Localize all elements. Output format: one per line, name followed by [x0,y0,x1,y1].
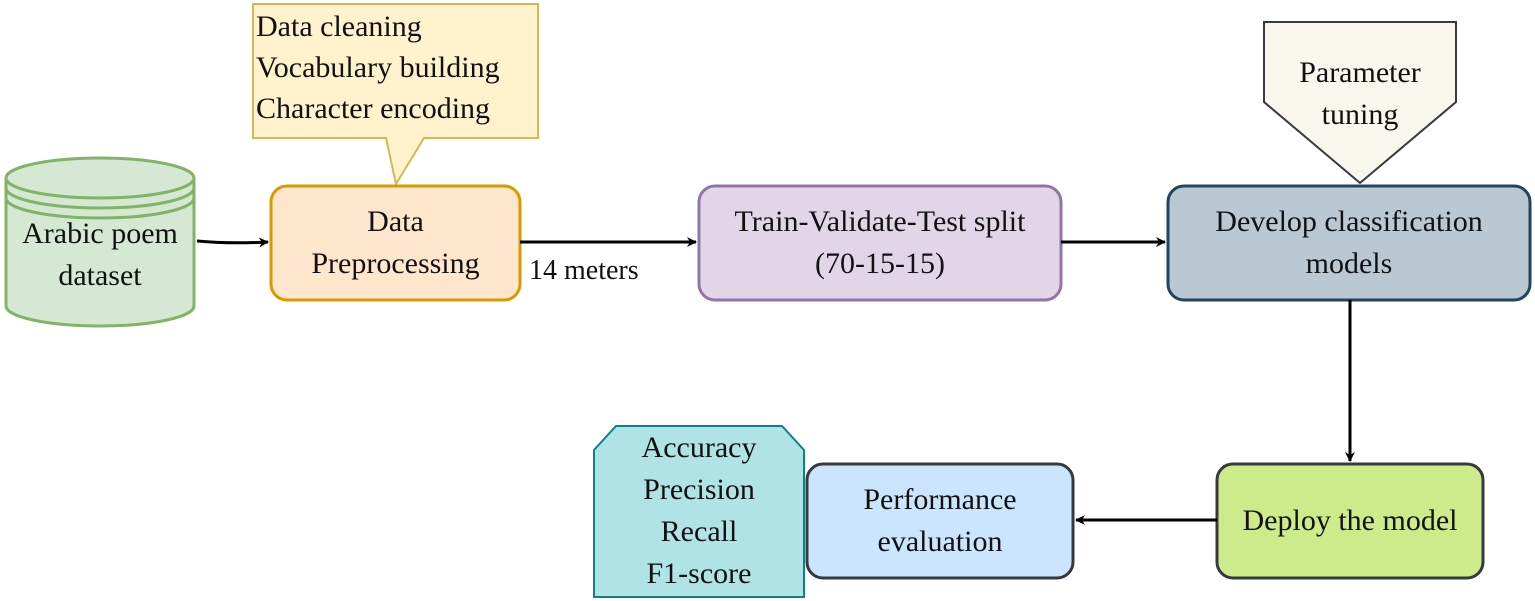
preprocessing-label-line-2: Preprocessing [311,247,480,280]
develop-label-line-2: models [1305,247,1393,280]
metrics-label: Accuracy Precision Recall F1-score [594,427,804,595]
dataset-ring-1 [4,187,196,210]
evaluation-label-line-2: evaluation [877,525,1003,558]
dataset-label: Arabic poem dataset [6,200,194,310]
split-label-line-2: (70-15-15) [815,247,945,280]
metric-accuracy: Accuracy [641,431,757,464]
deploy-label-line-1: Deploy the model [1242,504,1458,537]
preprocessing-label: Data Preprocessing [271,186,520,300]
metric-precision: Precision [643,473,755,506]
note-line-vocabulary-building: Vocabulary building [256,51,500,84]
preprocessing-note-label: Data cleaning Vocabulary building Charac… [256,6,536,134]
tuning-label: Parameter tuning [1264,50,1456,138]
tuning-label-line-1: Parameter [1299,56,1421,89]
edge-label-14-meters: 14 meters [529,255,639,286]
tuning-node [1263,21,1457,185]
dataset-label-line-1: Arabic poem [22,217,178,250]
tuning-label-line-2: tuning [1321,98,1399,131]
preprocessing-note-callout [252,3,539,187]
develop-label: Develop classification models [1168,186,1530,300]
dataset-label-line-2: dataset [58,259,142,292]
develop-label-line-1: Develop classification [1215,205,1483,238]
arrow-dataset-to-preprocessing [196,237,269,248]
note-line-character-encoding: Character encoding [256,92,491,125]
evaluation-label-line-1: Performance [863,483,1017,516]
deploy-label: Deploy the model [1217,464,1483,578]
split-label-line-1: Train-Validate-Test split [734,205,1026,238]
evaluation-label: Performance evaluation [807,464,1073,578]
dataset-node [4,156,196,328]
dataset-cylinder-top [4,156,196,200]
dataset-ring-2 [4,197,196,220]
metric-f1-score: F1-score [646,557,752,590]
metrics-node [593,425,805,598]
split-label: Train-Validate-Test split (70-15-15) [699,186,1061,300]
metric-recall: Recall [660,515,738,548]
preprocessing-label-line-1: Data [367,205,424,238]
note-line-data-cleaning: Data cleaning [256,10,422,43]
evaluation-node [805,462,1075,580]
